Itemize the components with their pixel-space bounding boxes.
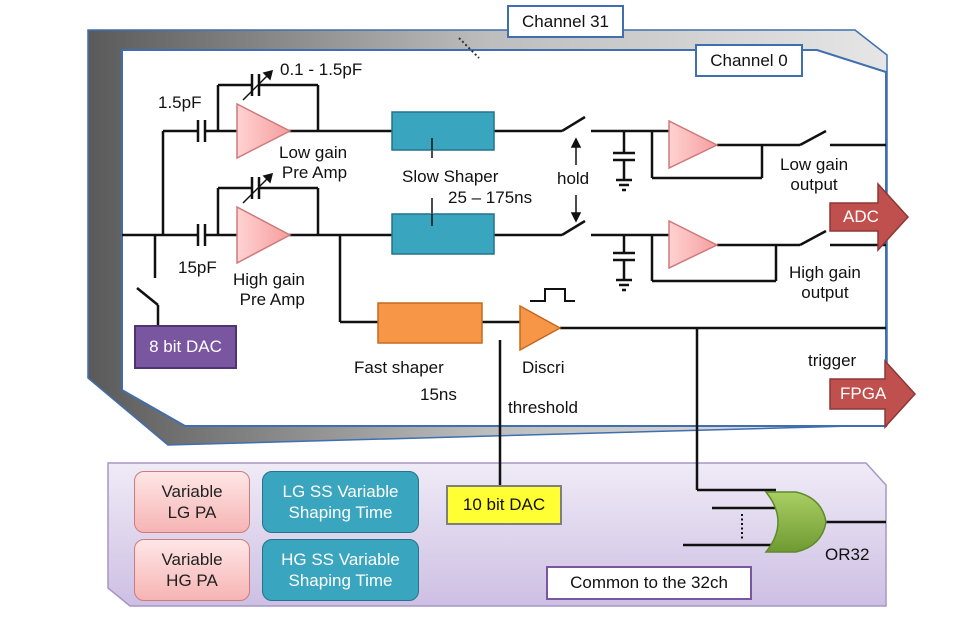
adc-arrow (829, 182, 910, 252)
threshold-label: threshold (508, 398, 578, 417)
feature-variable-hg-pa: Variable HG PA (134, 539, 250, 601)
hg-preamp-label: High gain Pre Amp (233, 270, 305, 309)
hg-slow-shaper-block (391, 213, 495, 255)
lg-follower-triangle (668, 119, 719, 170)
fpga-arrow (829, 359, 917, 429)
wiring (122, 74, 886, 547)
hg-output-label: High gain output (789, 263, 861, 302)
channel-ellipsis (458, 37, 480, 59)
feature-variable-lg-pa: Variable LG PA (134, 471, 250, 533)
fpga-label: FPGA (840, 384, 887, 403)
common-label: Common to the 32ch (546, 566, 752, 600)
hold-label: hold (557, 169, 590, 188)
slow-shaper-label: Slow Shaper (402, 167, 499, 186)
trigger-label: trigger (808, 351, 857, 370)
channel-0-label: Channel 0 (695, 44, 803, 77)
feature-lg-ss-shaping-time: LG SS Variable Shaping Time (262, 471, 419, 533)
fast-shaper-label: Fast shaper (354, 358, 444, 377)
fast-shaper-block (377, 302, 483, 344)
lg-output-label: Low gain output (780, 155, 849, 194)
or32-gate (764, 491, 827, 553)
adc-label: ADC (843, 207, 879, 226)
discriminator-triangle (519, 304, 562, 352)
hg-preamp-triangle (236, 205, 292, 265)
lg-preamp-label: Low gain Pre Amp (279, 143, 348, 182)
discri-label: Discri (522, 358, 565, 377)
dac-8bit-block: 8 bit DAC (134, 325, 237, 369)
lg-preamp-triangle (236, 102, 292, 160)
feature-hg-ss-shaping-time: HG SS Variable Shaping Time (262, 539, 419, 601)
channel-31-label: Channel 31 (507, 5, 624, 38)
or32-label: OR32 (825, 545, 870, 564)
hg-input-cap-label: 15pF (178, 258, 217, 277)
hg-follower-triangle (668, 219, 719, 270)
dac-10bit-block: 10 bit DAC (446, 485, 562, 525)
lg-input-cap-label: 1.5pF (158, 93, 202, 112)
slow-shaper-time-label: 25 – 175ns (448, 188, 533, 207)
lg-slow-shaper-block (391, 111, 495, 151)
fast-shaper-time-label: 15ns (420, 385, 457, 404)
ground-icon (616, 178, 632, 292)
lg-feedback-cap-label: 0.1 - 1.5pF (280, 60, 363, 79)
variable-capacitor-icon (242, 69, 274, 204)
